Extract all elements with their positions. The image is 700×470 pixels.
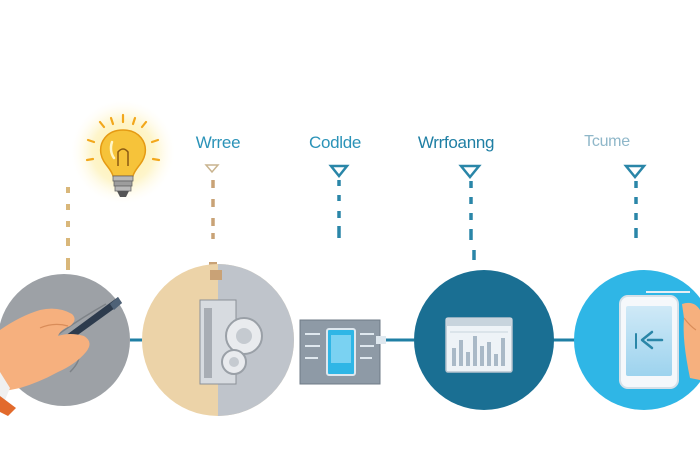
sketch-hand-circle — [0, 274, 130, 416]
connector-dashed-2 — [204, 164, 220, 270]
dashboard-circle — [414, 270, 554, 410]
connector-dashed-3 — [328, 164, 350, 238]
step-label-3: Wrrfoanng — [417, 133, 495, 152]
connector-dashed-5 — [623, 164, 647, 238]
step-label-4: Tcume — [584, 133, 630, 150]
connector-dashed-4 — [458, 164, 482, 260]
step-label-1: Wrree — [195, 133, 241, 152]
smartphone-circle — [574, 270, 700, 410]
monitor-panel — [299, 319, 386, 385]
lightbulb-icon — [71, 100, 175, 204]
step-label-2: Codlde — [308, 133, 362, 152]
gear-circle — [142, 264, 294, 416]
